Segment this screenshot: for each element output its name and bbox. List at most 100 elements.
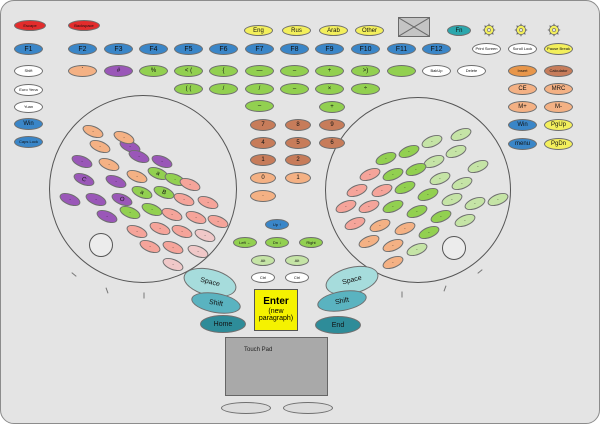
f7-key[interactable]: F7: [245, 43, 274, 55]
f6-key[interactable]: F6: [209, 43, 238, 55]
win-left-key[interactable]: Win: [14, 118, 43, 130]
numpad-dot-key[interactable]: 1: [285, 172, 311, 184]
numpad-0-key[interactable]: 0: [250, 172, 276, 184]
insert-key[interactable]: Insert: [508, 65, 537, 77]
touch-pad-left-button[interactable]: [221, 402, 271, 414]
dial-tick: [143, 292, 145, 299]
left-dial-knob[interactable]: [89, 233, 113, 257]
ce-key[interactable]: CE: [508, 83, 537, 95]
left-arrow-key[interactable]: Left ←: [233, 237, 257, 248]
f8-key[interactable]: F8: [280, 43, 309, 55]
numpad-6-key[interactable]: 6: [319, 137, 345, 149]
caps-lock-key[interactable]: Caps Lock: [14, 136, 43, 148]
dial-tick: [477, 269, 483, 274]
multiply-key[interactable]: ×: [315, 83, 344, 95]
dial-tick: [71, 272, 77, 277]
paren-key[interactable]: ( (: [174, 83, 203, 95]
m-plus-key[interactable]: M+: [508, 101, 537, 113]
backspace-key[interactable]: Backspace: [68, 20, 100, 31]
percent-key[interactable]: %: [139, 65, 168, 77]
f10-key[interactable]: F10: [351, 43, 380, 55]
shift-right-key[interactable]: Shift: [315, 286, 369, 316]
gear-icon[interactable]: [482, 23, 496, 37]
touch-pad-right-button[interactable]: [283, 402, 333, 414]
alt-right-key[interactable]: Alt: [285, 255, 309, 266]
lang-arab-key[interactable]: Arab: [319, 25, 348, 36]
scroll-lock-key[interactable]: Scroll Lock: [508, 43, 537, 55]
enter-label: Enter: [263, 296, 289, 308]
print-screen-key[interactable]: Print Screen: [472, 43, 501, 55]
lang-other-key[interactable]: Other: [355, 25, 384, 36]
gear-icon[interactable]: [514, 23, 528, 37]
lang-eng-key[interactable]: Eng: [244, 25, 273, 36]
right-arrow-key[interactable]: Right: [299, 237, 323, 248]
f9-key[interactable]: F9: [315, 43, 344, 55]
numpad-1-key[interactable]: 1: [250, 154, 276, 166]
enter-key[interactable]: Enter (new paragraph): [254, 289, 298, 331]
numpad-2-key[interactable]: 2: [285, 154, 311, 166]
right-dial-knob[interactable]: [442, 236, 466, 260]
down-arrow-key[interactable]: Dn ↓: [265, 237, 289, 248]
numpad-dot2-key[interactable]: ·: [250, 190, 276, 202]
cross-box-icon: [398, 17, 430, 37]
home-key[interactable]: Home: [200, 315, 246, 333]
fn-key[interactable]: Fn: [447, 25, 471, 36]
touch-pad-label: Touch Pad: [244, 347, 273, 353]
up-arrow-key[interactable]: Up ↑: [265, 219, 289, 230]
brace-key[interactable]: {: [209, 65, 238, 77]
m-minus-key[interactable]: M-: [544, 101, 573, 113]
shift-left-key[interactable]: Shift: [189, 288, 243, 318]
f4-key[interactable]: F4: [139, 43, 168, 55]
f1-key[interactable]: F1: [14, 43, 43, 55]
minus-symbol-key[interactable]: –: [280, 83, 309, 95]
backtick-key[interactable]: `: [68, 65, 97, 77]
touch-pad[interactable]: Touch Pad: [225, 337, 328, 396]
left-dial-ring: [49, 95, 237, 283]
alt-left-key[interactable]: Alt: [251, 255, 275, 266]
pgdn-key[interactable]: PgDn: [544, 138, 573, 150]
menu-key[interactable]: menu: [508, 138, 537, 150]
delete-key[interactable]: Delete: [457, 65, 486, 77]
f3-key[interactable]: F3: [104, 43, 133, 55]
numpad-7-key[interactable]: 7: [250, 119, 276, 131]
left-shift-key[interactable]: Shift: [14, 65, 43, 77]
right-dial-ring: [325, 97, 511, 283]
calculator-key[interactable]: Calculator: [544, 65, 573, 77]
win-right-key[interactable]: Win: [508, 119, 537, 131]
slash-key[interactable]: /: [209, 83, 238, 95]
less-than-key[interactable]: < (: [174, 65, 203, 77]
euro-yen-key[interactable]: Euro Yena: [14, 84, 43, 96]
numpad-5-key[interactable]: 5: [285, 137, 311, 149]
gear-icon[interactable]: [547, 23, 561, 37]
pgup-key[interactable]: PgUp: [544, 119, 573, 131]
end-key[interactable]: End: [315, 316, 361, 334]
symbol-blank-key[interactable]: [387, 65, 416, 77]
hash-key[interactable]: #: [104, 65, 133, 77]
dial-tick: [443, 285, 447, 292]
numpad-8-key[interactable]: 8: [285, 119, 311, 131]
em-dash-key[interactable]: —: [245, 65, 274, 77]
numpad-4-key[interactable]: 4: [250, 137, 276, 149]
numpad-plus-key[interactable]: +: [319, 101, 345, 113]
f11-key[interactable]: F11: [387, 43, 416, 55]
enter-sublabel: (new paragraph): [258, 307, 294, 323]
f5-key[interactable]: F5: [174, 43, 203, 55]
lang-rus-key[interactable]: Rus: [282, 25, 311, 36]
f2-key[interactable]: F2: [68, 43, 97, 55]
divide-key[interactable]: ÷: [351, 83, 380, 95]
f12-key[interactable]: F12: [422, 43, 451, 55]
ctrl-left-key[interactable]: Ctrl: [251, 272, 275, 283]
mrc-key[interactable]: MRC: [544, 83, 573, 95]
yuan-key[interactable]: Yuan: [14, 101, 43, 113]
backslash-key[interactable]: /: [245, 83, 274, 95]
backup-key[interactable]: BakUp: [422, 65, 451, 77]
plus-symbol-key[interactable]: +: [315, 65, 344, 77]
pause-break-key[interactable]: Pause Break: [544, 43, 573, 55]
escape-key[interactable]: Escape: [14, 20, 46, 31]
ctrl-right-key[interactable]: Ctrl: [285, 272, 309, 283]
greater-than-key[interactable]: >): [351, 65, 380, 77]
numpad-9-key[interactable]: 9: [319, 119, 345, 131]
en-dash-key[interactable]: –: [280, 65, 309, 77]
numpad-minus-key[interactable]: –: [245, 100, 274, 112]
